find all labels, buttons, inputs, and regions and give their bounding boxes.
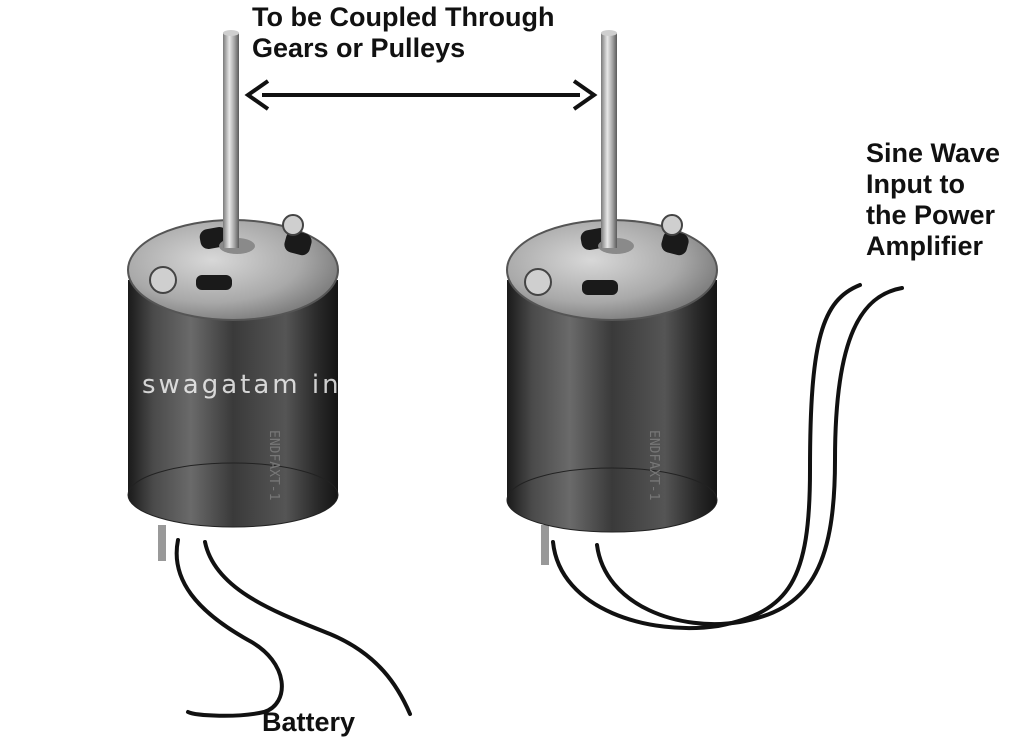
right-motor-terminal [541, 525, 549, 565]
right-motor-screw [524, 268, 552, 296]
sine-input-label-line-4: Amplifier [866, 231, 984, 261]
right-motor-marking: ENDFAXT-1 [646, 430, 661, 500]
left-motor-terminal [158, 525, 166, 561]
right-motor: ENDFAXT-1 [506, 30, 718, 565]
left-motor-shaft [223, 33, 239, 248]
sine-wire-1 [551, 283, 862, 631]
sine-input-label-line-1: Sine Wave [866, 138, 1001, 168]
right-motor-shaft [601, 33, 617, 248]
sine-input-label-line-3: the Power [866, 200, 996, 230]
sine-wire-2 [595, 286, 904, 627]
coupling-arrow [244, 79, 598, 111]
left-motor: ENDFAXT-1 [127, 30, 339, 561]
battery-wires [174, 538, 412, 718]
sine-input-label-line-2: Input to [866, 169, 965, 199]
battery-label: Battery [262, 707, 355, 738]
left-motor-body [128, 280, 338, 527]
coupling-label-line-1: To be Coupled Through [252, 2, 555, 32]
coupling-label-line-2: Gears or Pulleys [252, 33, 466, 63]
battery-label-text: Battery [262, 707, 356, 737]
left-motor-marking: ENDFAXT-1 [266, 430, 281, 500]
coupling-label: To be Coupled Through Gears or Pulleys [252, 2, 554, 64]
left-motor-screw [149, 266, 177, 294]
battery-wire-1 [174, 538, 284, 718]
watermark: swagatam innovations [142, 370, 496, 400]
sine-input-wires [551, 283, 904, 631]
sine-input-label: Sine Wave Input to the Power Amplifier [866, 138, 1000, 262]
right-motor-body [507, 280, 717, 532]
battery-wire-2 [203, 540, 412, 716]
